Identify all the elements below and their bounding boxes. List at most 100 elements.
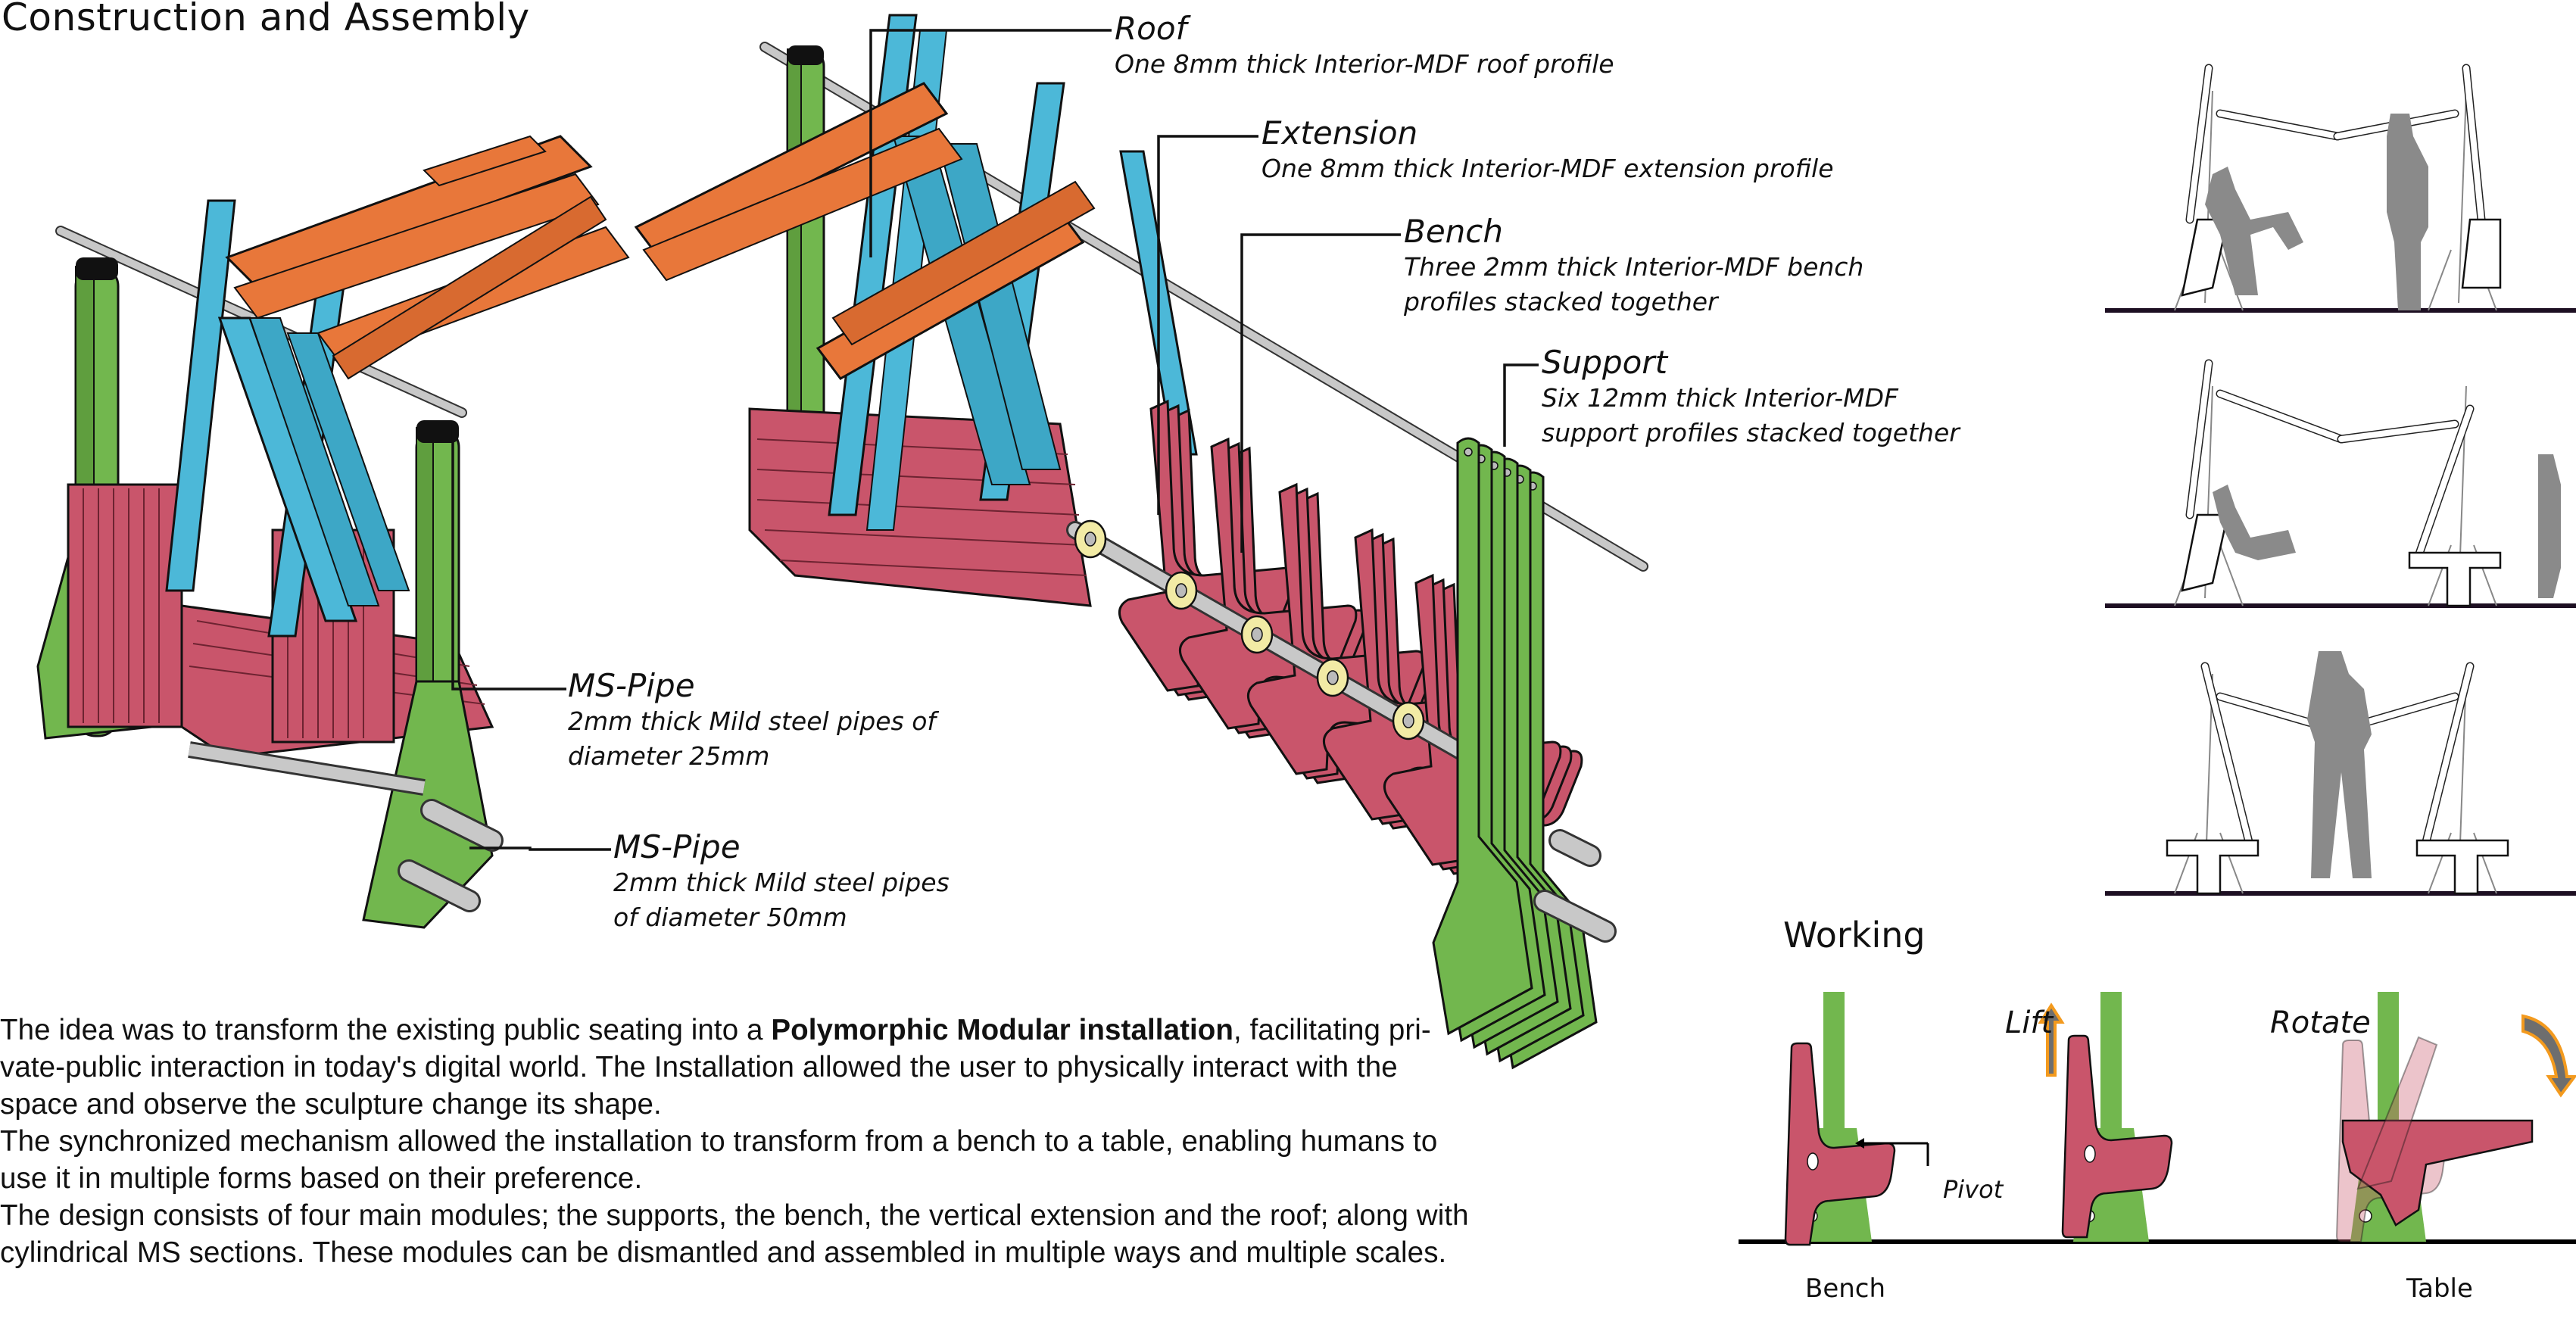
leader-extension: [1157, 135, 1258, 515]
working-diagram: [1739, 992, 2576, 1246]
washer-hole: [1175, 583, 1187, 598]
leader-roof: [869, 29, 1112, 257]
callout-description: One 8mm thick Interior-MDF roof profile: [1115, 49, 1614, 79]
elevation-1: [2105, 64, 2576, 313]
rotate-label: Rotate: [2270, 1005, 2371, 1040]
callout-description: diameter 25mm: [568, 741, 770, 771]
elevation-drawings: [2105, 64, 2576, 896]
callout-bench: Bench Three 2mm thick Interior-MDF bench…: [1404, 214, 1863, 320]
arm: [2422, 663, 2473, 851]
base-leg: [2428, 249, 2452, 311]
table-state-label: Table: [2406, 1274, 2473, 1304]
bench-profile: [1784, 1042, 1896, 1246]
seated-person-silhouette: [2205, 167, 2303, 295]
pivot-arrowhead: [1855, 1138, 1864, 1149]
working-step-1: [1784, 992, 1896, 1246]
arm: [2202, 663, 2253, 851]
leader-ms-pipe-50: [469, 846, 611, 851]
working-section-title: Working: [1783, 915, 1926, 956]
elevation-2: [2105, 359, 2576, 608]
description-line: The design consists of four main modules…: [0, 1199, 1469, 1232]
standing-person-silhouette: [2538, 454, 2561, 598]
lift-arrow-icon: [2038, 1002, 2065, 1077]
callout-leaders: [451, 29, 1539, 851]
callout-title: MS-Pipe: [613, 828, 741, 865]
callout-description: of diameter 50mm: [613, 903, 847, 932]
callout-ms-pipe-50: MS-Pipe 2mm thick Mild steel pipes of di…: [613, 829, 950, 935]
description-line: The idea was to transform the existing p…: [0, 1014, 1431, 1046]
pivot-hole: [1807, 1152, 1819, 1171]
callout-title: Bench: [1404, 213, 1503, 250]
table-outline: [2415, 839, 2509, 895]
description-line: use it in multiple forms based on their …: [0, 1162, 643, 1195]
arm: [2187, 65, 2212, 223]
callout-description: support profiles stacked together: [1542, 418, 1960, 447]
arm: [2338, 421, 2458, 442]
callout-description: 2mm thick Mild steel pipes: [613, 868, 950, 897]
leader-support: [1503, 363, 1539, 447]
highlight-term: Polymorphic Modular installation: [771, 1014, 1234, 1046]
washer-hole: [1402, 713, 1414, 728]
roof-profiles-middle: [634, 82, 1096, 380]
description-line: vate-public interaction in today's digit…: [0, 1051, 1398, 1083]
washer-hole: [1084, 532, 1096, 547]
left-assembly: [36, 135, 630, 929]
callout-description: Six 12mm thick Interior-MDF: [1542, 383, 1899, 413]
leader-bench: [1240, 233, 1401, 553]
working-step-2: [2061, 992, 2173, 1242]
pivot-hole: [2084, 1145, 2096, 1163]
table-outline: [2408, 551, 2502, 607]
page-title: Construction and Assembly: [2, 0, 530, 39]
standing-person-silhouette: [2387, 114, 2428, 310]
callout-title: Extension: [1261, 114, 1418, 151]
post: [2458, 90, 2467, 304]
pivot-label: Pivot: [1943, 1175, 2004, 1204]
support-profile-middle: [786, 45, 825, 429]
working-step-3: [2335, 992, 2534, 1242]
project-description: The idea was to transform the existing p…: [0, 1012, 1711, 1271]
callout-description: profiles stacked together: [1404, 287, 1718, 316]
support-profile: [1432, 437, 1533, 1036]
washer-hole: [1251, 627, 1263, 642]
callout-title: MS-Pipe: [568, 667, 695, 704]
pipe-hole: [1464, 447, 1473, 457]
lift-label: Lift: [2005, 1005, 2054, 1040]
arm: [2463, 65, 2484, 223]
callout-extension: Extension One 8mm thick Interior-MDF ext…: [1261, 115, 1834, 186]
arm: [2217, 111, 2341, 139]
bench-outline: [2181, 513, 2229, 592]
base-leg: [2219, 544, 2244, 606]
rotate-arrow-icon: [2521, 1014, 2576, 1098]
standing-person-silhouette: [2307, 651, 2372, 878]
callout-support: Support Six 12mm thick Interior-MDF supp…: [1542, 344, 1960, 450]
callout-title: Support: [1542, 344, 1668, 381]
bench-state-label: Bench: [1805, 1274, 1886, 1304]
arm: [2414, 406, 2473, 563]
middle-assembly: [634, 14, 1198, 607]
callout-description: One 8mm thick Interior-MDF extension pro…: [1261, 154, 1834, 183]
arm: [2187, 360, 2212, 518]
callout-roof: Roof One 8mm thick Interior-MDF roof pro…: [1115, 11, 1614, 82]
washer-hole: [1327, 670, 1339, 685]
description-line: The synchronized mechanism allowed the i…: [0, 1125, 1438, 1158]
description-line: space and observe the sculpture change i…: [0, 1088, 662, 1121]
leader-ms-pipe-25: [451, 424, 566, 691]
seated-person-silhouette: [2213, 485, 2296, 560]
arm: [2217, 391, 2344, 442]
ms-pipe-50-left: [188, 741, 504, 912]
callout-title: Roof: [1115, 10, 1187, 47]
roof-profiles-left: [225, 135, 630, 380]
table-profile: [2341, 1119, 2534, 1227]
extension-profiles-left: [165, 199, 410, 638]
callout-description: 2mm thick Mild steel pipes of: [568, 706, 937, 736]
support-stack-right: [1432, 437, 1617, 1070]
rotation-ghost: [2356, 1036, 2438, 1190]
bench-profile: [2061, 1034, 2173, 1239]
pivot-hole-lower: [2359, 1209, 2372, 1223]
description-line: cylindrical MS sections. These modules c…: [0, 1236, 1447, 1269]
elevation-3: [2105, 651, 2576, 896]
table-outline: [2166, 839, 2259, 895]
callout-ms-pipe-25: MS-Pipe 2mm thick Mild steel pipes of di…: [568, 668, 936, 774]
callout-description: Three 2mm thick Interior-MDF bench: [1404, 252, 1864, 282]
